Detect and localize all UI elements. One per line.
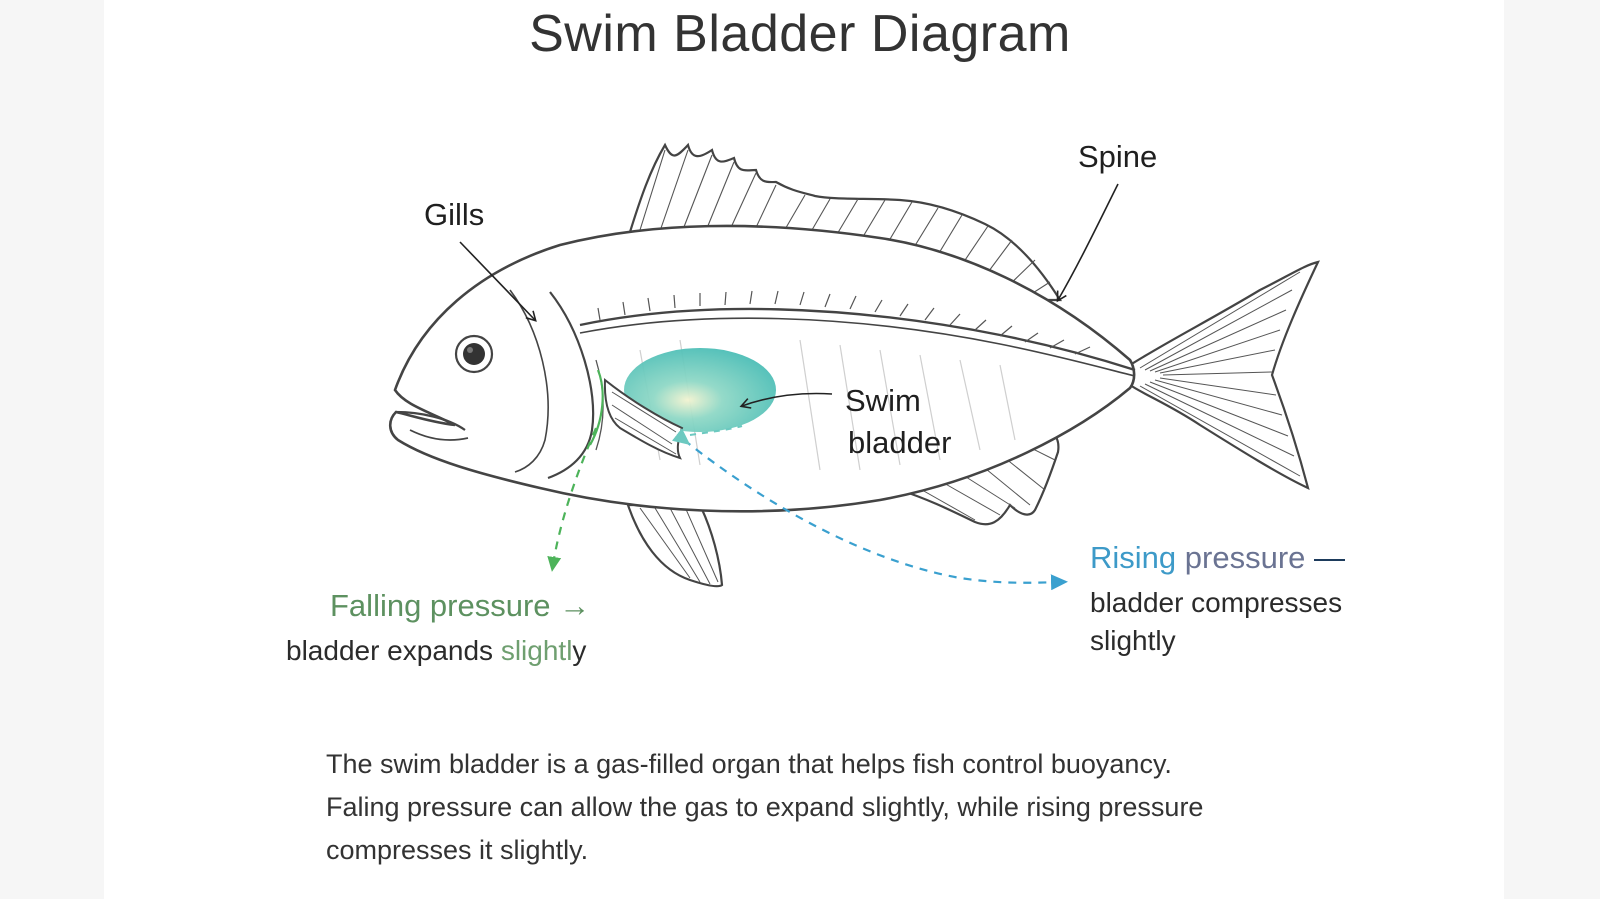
label-swim-bladder-line1: Swim bbox=[845, 383, 921, 418]
tail-fin bbox=[1128, 260, 1320, 490]
falling-desc-accent: slightl bbox=[500, 635, 573, 666]
rising-pressure-arrow bbox=[671, 428, 1068, 591]
gill-highlight bbox=[589, 369, 604, 446]
rising-dash: — bbox=[1314, 540, 1346, 575]
rising-pressure-heading: Rising pressure — bbox=[1090, 540, 1345, 576]
label-swim-bladder-line2: bladder bbox=[848, 425, 952, 460]
falling-pressure-title: Falling pressure bbox=[330, 588, 551, 623]
falling-desc-end: y bbox=[572, 635, 587, 666]
label-spine: Spine bbox=[1078, 139, 1158, 174]
rising-word: Rising bbox=[1090, 540, 1177, 575]
bladder-connector bbox=[689, 425, 743, 436]
caption-line3: compresses it slightly. bbox=[326, 835, 589, 865]
eye bbox=[454, 334, 494, 374]
falling-pressure-description: bladder expands slightly bbox=[286, 635, 586, 667]
caption: The swim bladder is a gas-filled organ t… bbox=[326, 743, 1326, 872]
rising-desc-line1: bladder compresses bbox=[1090, 587, 1343, 618]
caption-line2: Faling pressure can allow the gas to exp… bbox=[326, 792, 1204, 822]
caption-line1: The swim bladder is a gas-filled organ t… bbox=[326, 749, 1172, 779]
pressure-word: pressure bbox=[1184, 540, 1306, 575]
falling-desc-main: bladder expands bbox=[286, 635, 501, 666]
swim-bladder-organ bbox=[624, 348, 776, 432]
falling-pressure-arrow-glyph: → bbox=[559, 588, 591, 623]
diagram-title: Swim Bladder Diagram bbox=[529, 5, 1071, 63]
dorsal-fin-rays bbox=[639, 149, 1051, 299]
label-gills: Gills bbox=[424, 197, 485, 232]
spine-line bbox=[579, 290, 1136, 377]
spine-pointer bbox=[1056, 183, 1119, 303]
falling-pressure-arrow bbox=[547, 427, 598, 572]
pelvic-fin bbox=[626, 503, 724, 588]
pectoral-fin bbox=[603, 377, 684, 460]
swim-bladder-pointer bbox=[739, 392, 833, 409]
falling-pressure-heading: Falling pressure → bbox=[330, 588, 590, 624]
rising-pressure-description: bladder compresses slightly bbox=[1090, 584, 1410, 660]
label-swim-bladder: Swim bladder bbox=[845, 380, 951, 464]
gills-pointer bbox=[459, 241, 537, 322]
rising-desc-line2: slightly bbox=[1090, 625, 1176, 657]
